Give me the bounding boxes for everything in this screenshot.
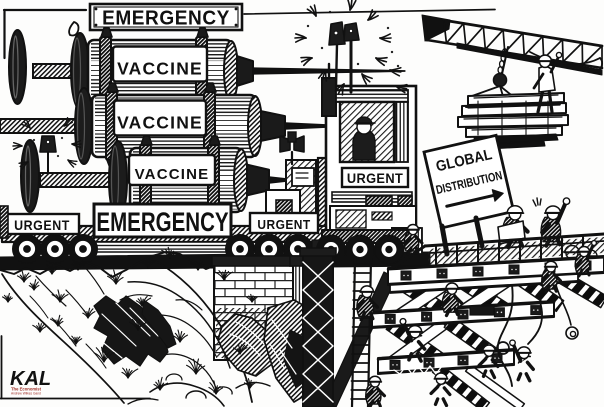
svg-text:URGENT: URGENT xyxy=(257,218,310,233)
svg-text:VACCINE: VACCINE xyxy=(117,59,203,79)
svg-text:URGENT: URGENT xyxy=(14,218,70,234)
svg-text:URGENT: URGENT xyxy=(347,171,403,186)
svg-text:EMERGENCY: EMERGENCY xyxy=(102,7,230,30)
svg-text:VACCINE: VACCINE xyxy=(117,113,203,133)
svg-text:EMERGENCY: EMERGENCY xyxy=(96,207,228,237)
svg-text:Andrew Wilkes Gand: Andrew Wilkes Gand xyxy=(11,392,41,396)
svg-text:VACCINE: VACCINE xyxy=(135,166,210,183)
